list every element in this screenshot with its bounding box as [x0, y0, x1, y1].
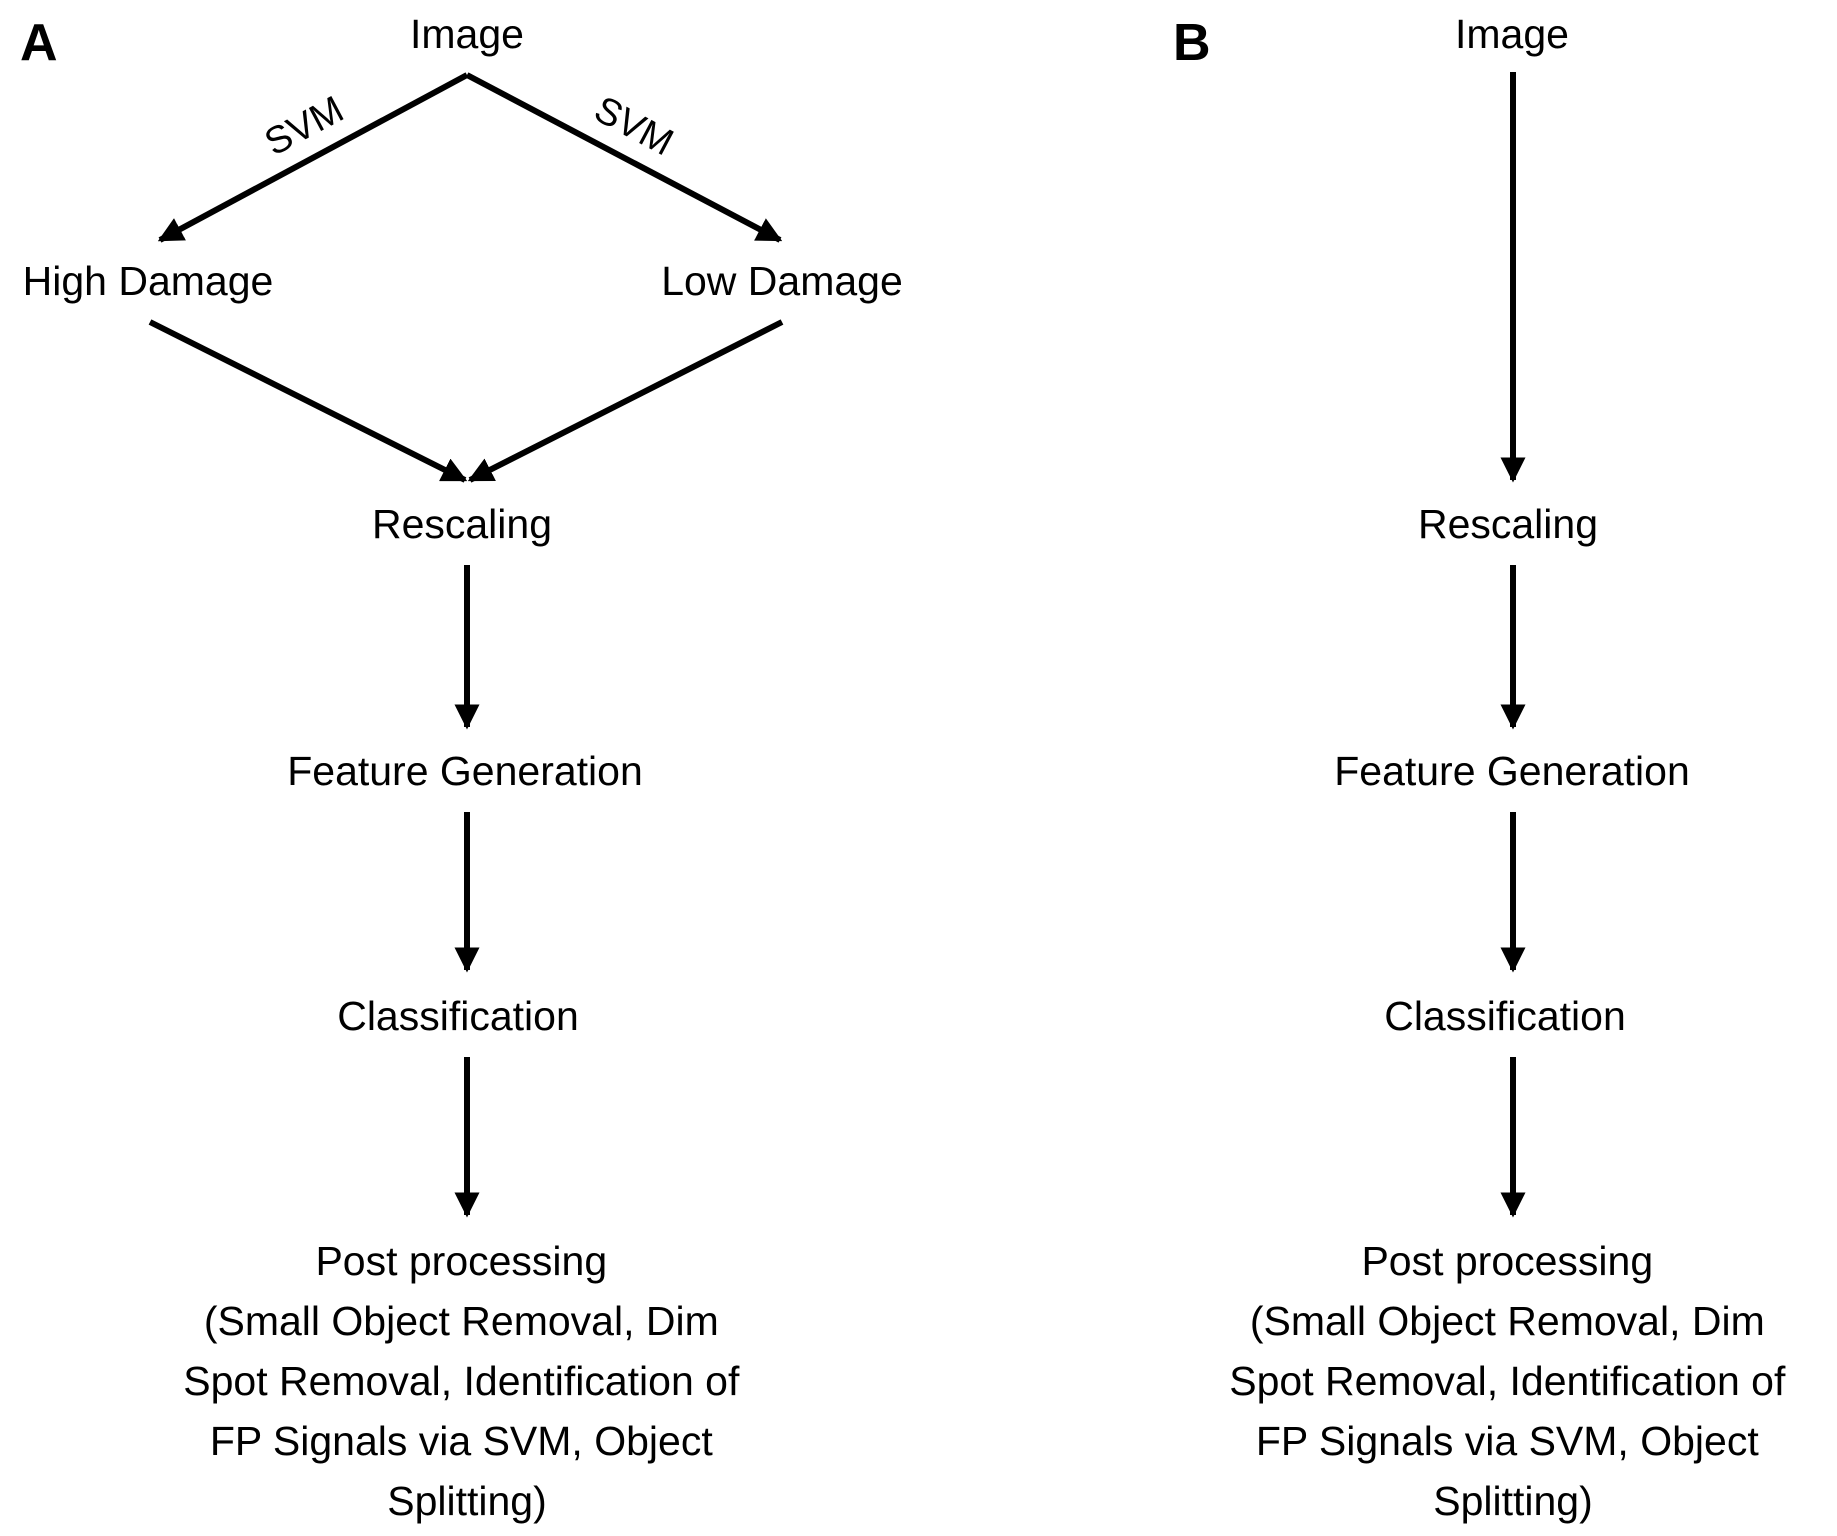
panel-b-post-processing-line-3: Spot Removal, Identification of — [1229, 1358, 1786, 1404]
panel-a-classification-node: Classification — [337, 993, 579, 1039]
panel-b-post-processing-line-1: Post processing — [1361, 1238, 1653, 1284]
panel-b-label: B — [1173, 14, 1211, 72]
panel-b-rescaling-node: Rescaling — [1418, 501, 1598, 547]
panel-b-feature-generation-node: Feature Generation — [1334, 748, 1690, 794]
panel-b-post-processing-line-5: Splitting) — [1433, 1478, 1593, 1524]
panel-a-post-processing-line-2: (Small Object Removal, Dim — [204, 1298, 719, 1344]
panel-a-high-damage-node: High Damage — [23, 258, 274, 304]
panel-a-label: A — [20, 14, 58, 72]
panel-b-image-node: Image — [1455, 11, 1569, 57]
panel-a-low-damage-node: Low Damage — [661, 258, 903, 304]
panel-b: B Image Rescaling Feature Generation Cla… — [1173, 11, 1797, 1524]
panel-a-edge-image-to-low-damage — [465, 72, 783, 243]
panel-a-post-processing-line-3: Spot Removal, Identification of — [183, 1358, 740, 1404]
panel-a-edge-low-damage-to-rescaling — [467, 319, 784, 483]
panel-a-svm-right-label: SVM — [587, 89, 679, 165]
panel-b-post-processing-line-2: (Small Object Removal, Dim — [1250, 1298, 1765, 1344]
panel-b-post-processing-node: Post processing (Small Object Removal, D… — [1229, 1238, 1797, 1524]
panel-a-image-node: Image — [410, 11, 524, 57]
panel-a-post-processing-line-1: Post processing — [315, 1238, 607, 1284]
panel-a-edge-high-damage-to-rescaling — [148, 319, 468, 483]
panel-a-post-processing-line-4: FP Signals via SVM, Object — [210, 1418, 713, 1464]
panel-b-classification-node: Classification — [1384, 993, 1626, 1039]
panel-a-post-processing-line-5: Splitting) — [387, 1478, 547, 1524]
panel-a-edge-image-to-high-damage — [157, 72, 469, 243]
panel-a-svm-left-label: SVM — [258, 89, 350, 165]
panel-a: A Image SVM SVM High Damage Low Damage R… — [20, 11, 903, 1524]
panel-a-rescaling-node: Rescaling — [372, 501, 552, 547]
panel-a-post-processing-node: Post processing (Small Object Removal, D… — [183, 1238, 751, 1524]
panel-b-post-processing-line-4: FP Signals via SVM, Object — [1256, 1418, 1759, 1464]
panel-a-feature-generation-node: Feature Generation — [287, 748, 643, 794]
